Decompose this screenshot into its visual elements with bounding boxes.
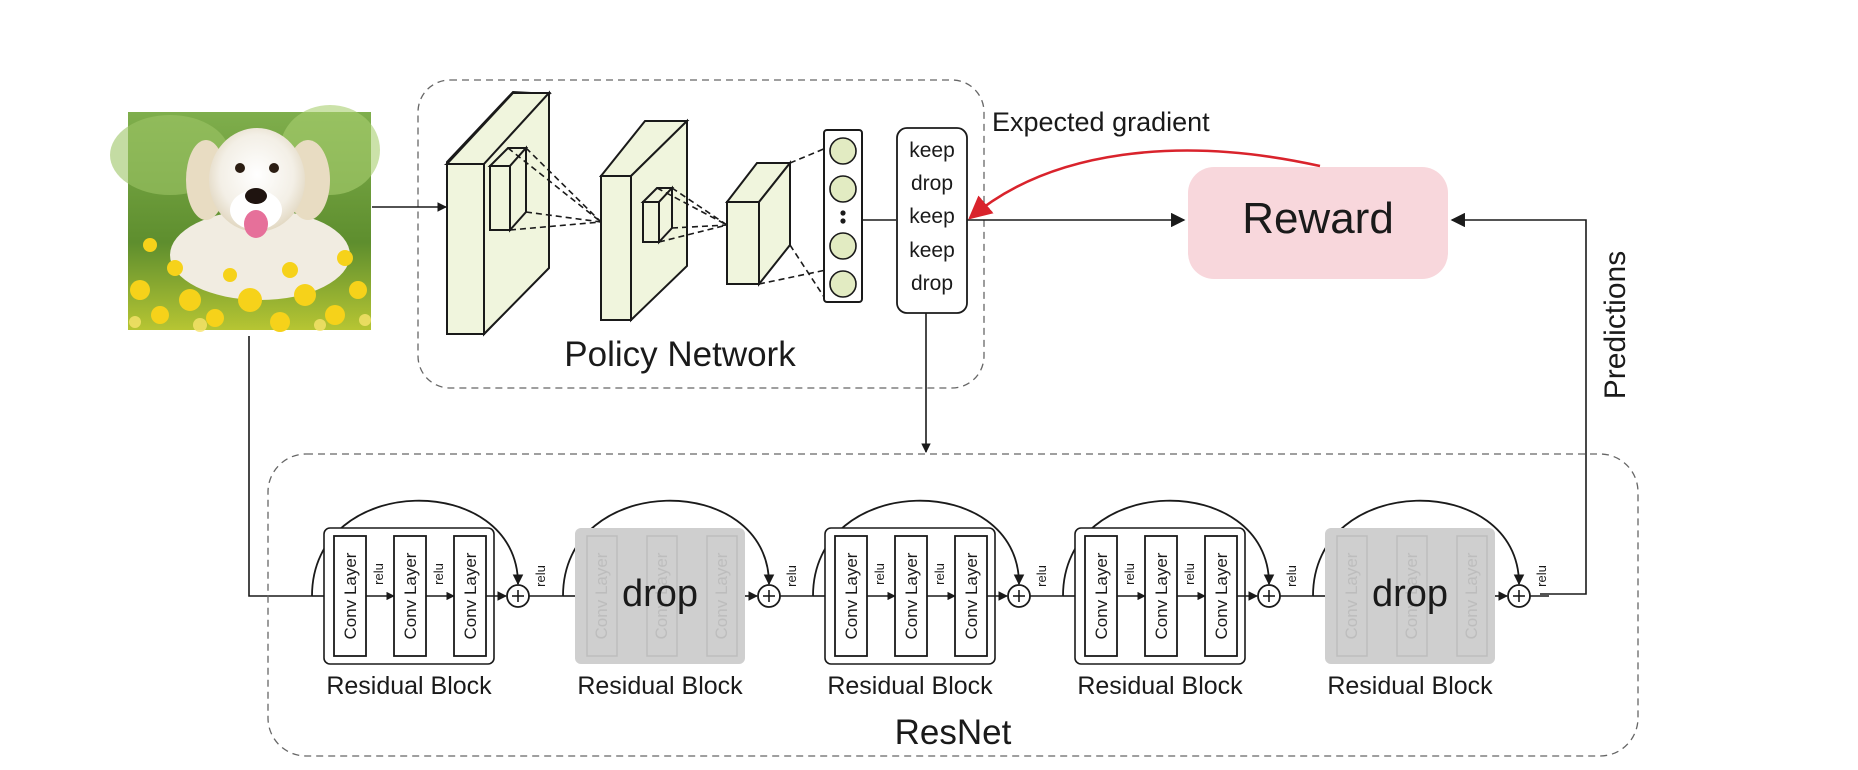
policy-fc-lines (758, 147, 827, 301)
relu-label: relu (371, 563, 386, 585)
reward-box: Reward (1188, 167, 1448, 279)
conv-layer-ghost (586, 535, 618, 657)
conv-layer-label: Conv Layer (341, 552, 360, 639)
policy-conv-volume-2 (598, 118, 690, 323)
residual-block-label: Residual Block (577, 672, 743, 700)
relu-label: relu (1034, 565, 1049, 587)
policy-network-title: Policy Network (564, 335, 796, 374)
relu-label: relu (533, 565, 548, 587)
conv-layer-label: Conv Layer (652, 552, 671, 639)
conv-layer-label: Conv Layer (461, 552, 480, 639)
conv-layer-label: Conv Layer (1152, 552, 1171, 639)
policy-conv-volume-1 (443, 90, 552, 337)
policy-receptive-lines-1 (507, 147, 602, 231)
neuron (829, 270, 857, 298)
relu-label: relu (1182, 563, 1197, 585)
conv-layer-label: Conv Layer (712, 552, 731, 639)
conv-layer-ghost (1396, 535, 1428, 657)
conv-layer-label: Conv Layer (842, 552, 861, 639)
conv-layer-ghost (706, 535, 738, 657)
image-to-resnet-arrow (248, 336, 312, 597)
relu-label: relu (1122, 563, 1137, 585)
skip-connection (1062, 499, 1275, 597)
action-label: drop (911, 172, 953, 195)
relu-label: relu (1534, 565, 1549, 587)
policy-network-frame (417, 79, 985, 389)
expected-gradient-arrow (968, 149, 1321, 220)
skip-connection (812, 499, 1025, 597)
conv-layer (453, 535, 487, 657)
conv-layer-label: Conv Layer (592, 552, 611, 639)
relu-label: relu (932, 563, 947, 585)
residual-block-label: Residual Block (1327, 672, 1493, 700)
neuron (829, 232, 857, 260)
dog-in-flowers-photo (110, 105, 380, 332)
predictions-arrow (1450, 212, 1587, 595)
residual-block-label: Residual Block (326, 672, 492, 700)
action-label: keep (909, 139, 955, 162)
conv-layer (333, 535, 367, 657)
policy-action-list: keep drop keep keep drop (896, 127, 968, 314)
conv-layer-label: Conv Layer (1212, 552, 1231, 639)
predictions-label: Predictions (1599, 251, 1632, 399)
conv-layer (834, 535, 868, 657)
conv-layer-label: Conv Layer (1342, 552, 1361, 639)
relu-label: relu (431, 563, 446, 585)
conv-layer-label: Conv Layer (1092, 552, 1111, 639)
conv-layer-label: Conv Layer (962, 552, 981, 639)
drop-label: drop (622, 573, 698, 615)
skip-connection (311, 499, 524, 597)
expected-gradient-label: Expected gradient (992, 107, 1210, 137)
action-label: drop (911, 272, 953, 295)
residual-block-label: Residual Block (827, 672, 993, 700)
action-label: keep (909, 205, 955, 228)
policy-receptive-lines-2 (656, 187, 728, 243)
reward-label: Reward (1242, 194, 1394, 243)
conv-layer-label: Conv Layer (1402, 552, 1421, 639)
relu-label: relu (872, 563, 887, 585)
action-label: keep (909, 239, 955, 262)
conv-layer (894, 535, 928, 657)
conv-layer-label: Conv Layer (1462, 552, 1481, 639)
conv-layer (393, 535, 427, 657)
relu-label: relu (784, 565, 799, 587)
conv-layer-ghost (1456, 535, 1488, 657)
resnet-blocks: Conv Layer relu Conv Layer relu Conv Layer re… (311, 499, 1549, 700)
skip-connection (1312, 499, 1525, 597)
ellipsis-dot (840, 218, 846, 224)
drop-label: drop (1372, 573, 1448, 615)
ellipsis-dot (840, 210, 846, 216)
conv-layer (954, 535, 988, 657)
residual-block-label: Residual Block (1077, 672, 1243, 700)
policy-conv-volume-3 (724, 160, 793, 287)
resnet-frame (267, 453, 1639, 757)
conv-layer-ghost (646, 535, 678, 657)
neuron (829, 175, 857, 203)
neuron (829, 137, 857, 165)
skip-connection (562, 499, 775, 597)
conv-layer-label: Conv Layer (401, 552, 420, 639)
relu-label: relu (1284, 565, 1299, 587)
resnet-title: ResNet (895, 713, 1012, 752)
policy-fc-layer (823, 129, 863, 303)
conv-layer-label: Conv Layer (902, 552, 921, 639)
conv-layer-ghost (1336, 535, 1368, 657)
